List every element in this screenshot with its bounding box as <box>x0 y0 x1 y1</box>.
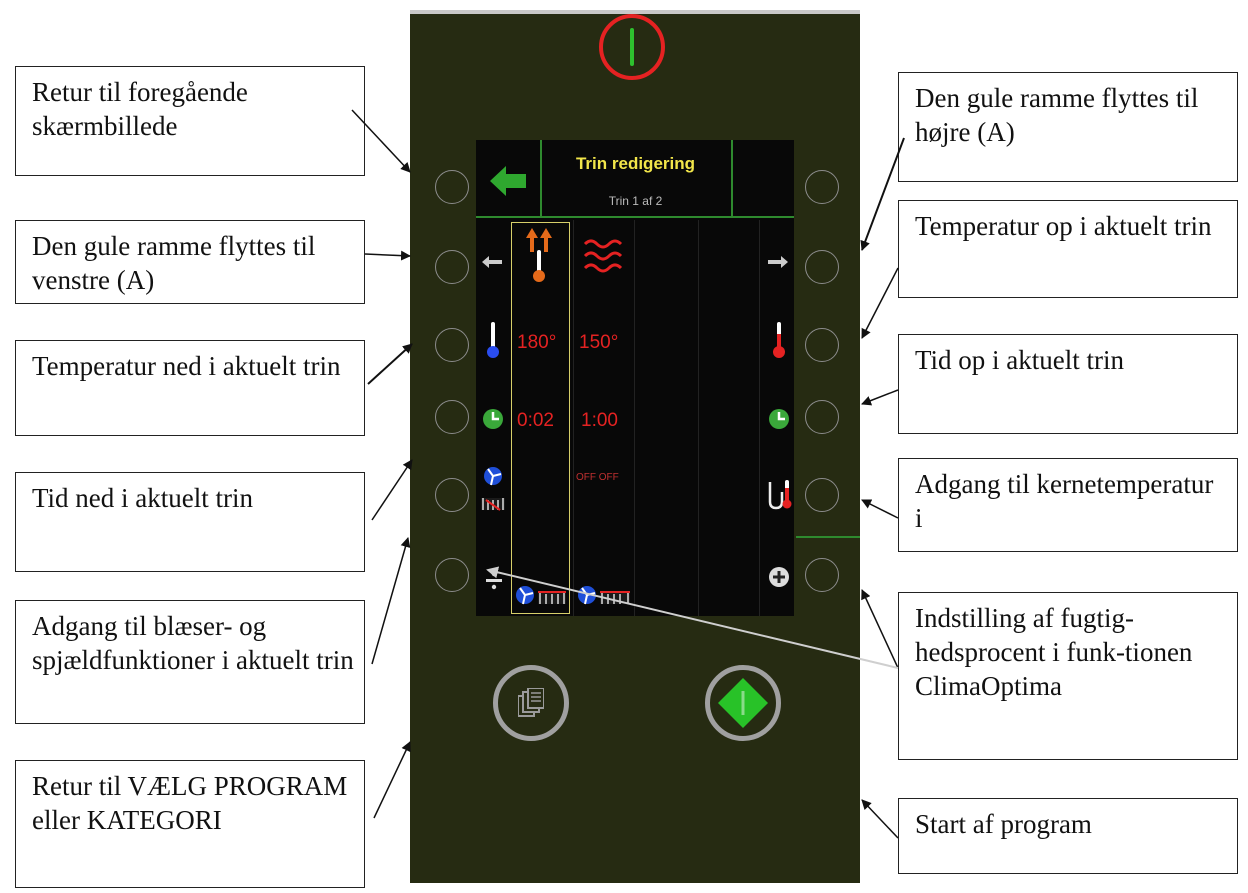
callout-temp-up: Temperatur op i aktuelt trin <box>898 200 1238 298</box>
core-probe-icon <box>768 480 792 510</box>
side-button-left-4[interactable] <box>435 400 469 434</box>
leader-start <box>861 799 899 839</box>
arrow-right-icon <box>768 256 788 268</box>
clock-icon <box>483 409 503 429</box>
header-divider-bottom <box>476 216 794 218</box>
callout-frame-right: Den gule ramme flyttes til højre (A) <box>898 72 1238 182</box>
side-button-left-5[interactable] <box>435 478 469 512</box>
program-list-button[interactable] <box>493 665 569 741</box>
callout-core-temp: Adgang til kernetemperatur i <box>898 458 1238 552</box>
side-button-right-1[interactable] <box>805 170 839 204</box>
callout-time-up: Tid op i aktuelt trin <box>898 334 1238 434</box>
side-button-right-2[interactable] <box>805 250 839 284</box>
column-separator <box>759 220 760 616</box>
leader-frame-left <box>364 250 411 261</box>
leader-back <box>351 109 411 173</box>
leader-temp-down <box>367 343 413 385</box>
callout-temp-down: Temperatur ned i aktuelt trin <box>15 340 365 436</box>
screen-subtitle: Trin 1 af 2 <box>608 194 663 208</box>
document-stack-icon <box>518 688 544 717</box>
leader-humidity <box>861 589 899 669</box>
arrow-left-icon <box>482 256 502 268</box>
leader-time-up <box>861 389 899 406</box>
leader-fan-damper <box>371 537 411 665</box>
callout-time-down: Tid ned i aktuelt trin <box>15 472 365 572</box>
thermometer-red-icon <box>773 322 785 358</box>
step-2-time: 1:00 <box>581 410 618 431</box>
power-icon <box>630 28 634 66</box>
callout-back: Retur til foregående skærmbillede <box>15 66 365 176</box>
display-screen: Trin redigering Trin 1 af 2 180° 0: <box>476 140 794 616</box>
side-button-left-1[interactable] <box>435 170 469 204</box>
plus-icon <box>769 567 789 587</box>
humidity-waves-icon <box>583 239 623 273</box>
step-1-time: 0:02 <box>517 410 554 431</box>
side-button-left-3[interactable] <box>435 328 469 362</box>
clock-icon <box>769 409 789 429</box>
leader-frame-right <box>860 137 905 251</box>
side-button-right-4[interactable] <box>805 400 839 434</box>
step-1-temperature: 180° <box>517 332 557 353</box>
start-button[interactable] <box>705 665 781 741</box>
selection-frame <box>511 222 570 614</box>
step-1-fan-damper-icon <box>516 586 566 605</box>
side-button-right-6[interactable] <box>805 558 839 592</box>
side-button-right-3[interactable] <box>805 328 839 362</box>
callout-return-program: Retur til VÆLG PROGRAM eller KATEGORI <box>15 760 365 888</box>
header-divider-right <box>731 140 733 218</box>
column-separator <box>698 220 699 616</box>
panel-green-divider <box>796 536 860 538</box>
step-2-off-label: OFF OFF <box>576 472 619 483</box>
step-2-temperature: 150° <box>579 332 619 353</box>
screen-title: Trin redigering <box>575 154 696 173</box>
header-divider-left <box>540 140 542 218</box>
panel-top-edge <box>410 10 860 14</box>
leader-time-down <box>371 459 413 521</box>
top-heat-icon <box>526 228 552 282</box>
side-button-left-6[interactable] <box>435 558 469 592</box>
column-separator <box>573 220 574 616</box>
start-diamond-icon <box>718 678 768 728</box>
callout-humidity: Indstilling af fugtig-hedsprocent i funk… <box>898 592 1238 760</box>
power-button[interactable] <box>599 14 665 80</box>
side-button-left-2[interactable] <box>435 250 469 284</box>
leader-humidity-grey <box>486 566 899 669</box>
back-arrow-icon[interactable] <box>490 166 530 196</box>
thermometer-blue-icon <box>487 322 499 358</box>
column-separator <box>634 220 635 616</box>
leader-temp-up <box>861 267 899 339</box>
fan-damper-icon <box>481 467 505 511</box>
callout-start: Start af program <box>898 798 1238 874</box>
callout-fan-damper: Adgang til blæser- og spjældfunktioner i… <box>15 600 365 724</box>
callout-frame-left: Den gule ramme flyttes til venstre (A) <box>15 220 365 304</box>
leader-return-program <box>373 741 411 819</box>
side-button-right-5[interactable] <box>805 478 839 512</box>
leader-core-temp <box>861 499 899 519</box>
